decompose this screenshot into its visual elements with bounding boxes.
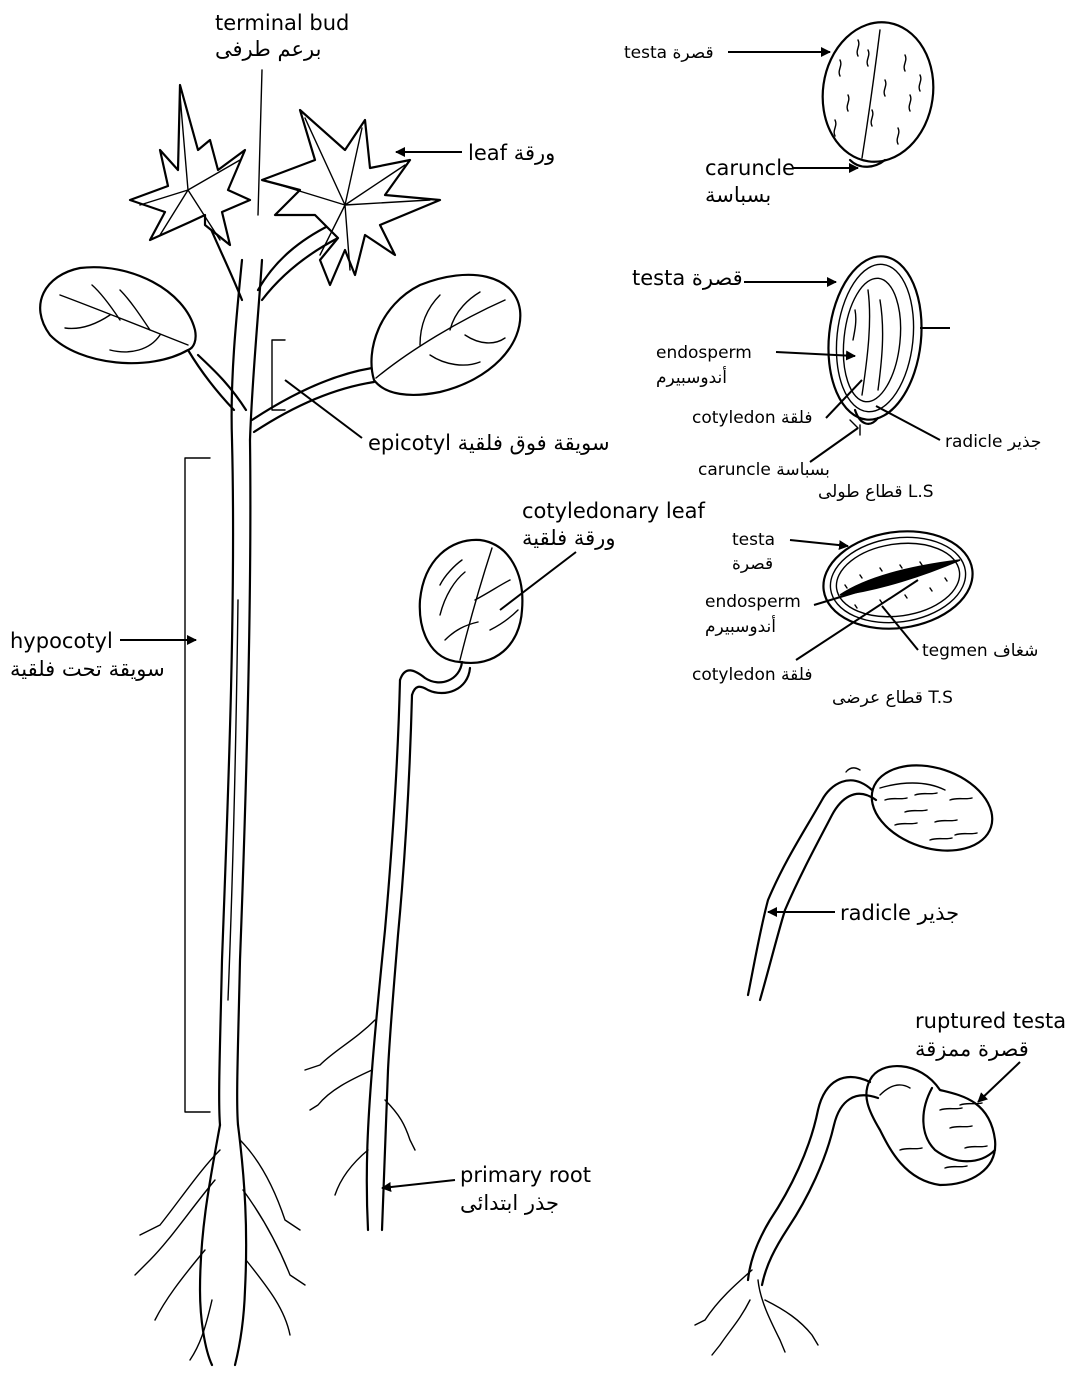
ls-testa-label: testa قصرة	[632, 266, 743, 290]
main-stem-left	[219, 440, 233, 1125]
ts-tegmen-label: tegmen شغاف	[922, 641, 1038, 661]
cotyledonary-leaf-label-ar: ورقة فلقية	[522, 526, 615, 550]
ls-caruncle-label: caruncle بسباسة	[698, 460, 830, 480]
ts-seed	[817, 522, 979, 638]
left-cotyledon	[40, 267, 195, 363]
main-stem-right	[237, 440, 250, 1125]
cotyledonary-leaf-label: cotyledonary leaf	[522, 499, 706, 523]
ruptured-seed-body	[866, 1066, 995, 1185]
whole-seed	[814, 15, 942, 169]
epicotyl-label: epicotyl سويقة فوق فلقية	[368, 431, 610, 455]
ls-title: قطاع طولى L.S	[818, 482, 934, 502]
epicotyl-pointer	[285, 380, 362, 438]
primary-root-label-ar: جذر ابتدائى	[460, 1191, 559, 1215]
ls-endosperm-label-ar: أندوسبيرم	[656, 366, 727, 388]
terminal-bud-label: terminal bud	[215, 11, 349, 35]
ts-testa-arrow	[790, 540, 848, 546]
ts-title: قطاع عرضى T.S	[832, 688, 953, 708]
seed-testa-label: testa قصرة	[624, 43, 714, 63]
ruptured-testa-label-ar: قصرة ممزقة	[915, 1037, 1029, 1061]
hypocotyl-label: hypocotyl	[10, 629, 113, 653]
seed-caruncle-label: caruncle	[705, 156, 795, 180]
ts-testa-label-ar: قصرة	[732, 554, 773, 574]
hypocotyl-bracket	[185, 458, 210, 1112]
mature-seedling	[40, 70, 520, 1365]
ts-endosperm-label: endosperm	[705, 592, 801, 612]
right-leaf	[262, 110, 440, 285]
ls-caruncle-pointer	[810, 428, 858, 462]
ruptured-testa-label: ruptured testa	[915, 1009, 1066, 1033]
primary-root-arrow	[382, 1180, 455, 1188]
ls-seed	[821, 252, 950, 435]
germinating-seed	[748, 751, 1003, 1000]
ls-radicle-label: radicle جذير	[945, 432, 1041, 452]
ls-radicle-pointer	[876, 406, 940, 440]
ls-cotyledon-label: cotyledon فلقة	[692, 408, 813, 428]
ls-endosperm-label: endosperm	[656, 343, 752, 363]
primary-root-label: primary root	[460, 1163, 591, 1187]
germ-radicle-label: radicle جذير	[840, 901, 959, 925]
hypocotyl-label-ar: سويقة تحت فلقية	[10, 657, 165, 681]
young-seedling	[305, 540, 522, 1230]
seed-caruncle-label-ar: بسباسة	[705, 183, 771, 207]
cotyledonary-leaf	[420, 540, 523, 663]
germinating-seed-labels: radicle جذير	[768, 901, 959, 925]
ts-endosperm-label-ar: أندوسبيرم	[705, 615, 776, 637]
terminal-bud-pointer	[258, 70, 262, 215]
ruptured-testa-arrow	[978, 1062, 1020, 1102]
ruptured-testa-seedling	[695, 1066, 995, 1355]
germinating-seed-body	[861, 751, 1004, 865]
whole-seed-outline	[814, 15, 942, 169]
whole-seed-labels: testa قصرة caruncle بسباسة	[624, 43, 858, 207]
leaf-label: leaf ورقة	[468, 141, 555, 165]
ts-cotyledon-label: cotyledon فلقة	[692, 665, 813, 685]
epicotyl-bracket	[272, 340, 285, 410]
right-cotyledon	[371, 275, 520, 395]
ts-testa-label: testa	[732, 530, 775, 550]
terminal-bud-label-ar: برعم طرفى	[215, 37, 321, 62]
